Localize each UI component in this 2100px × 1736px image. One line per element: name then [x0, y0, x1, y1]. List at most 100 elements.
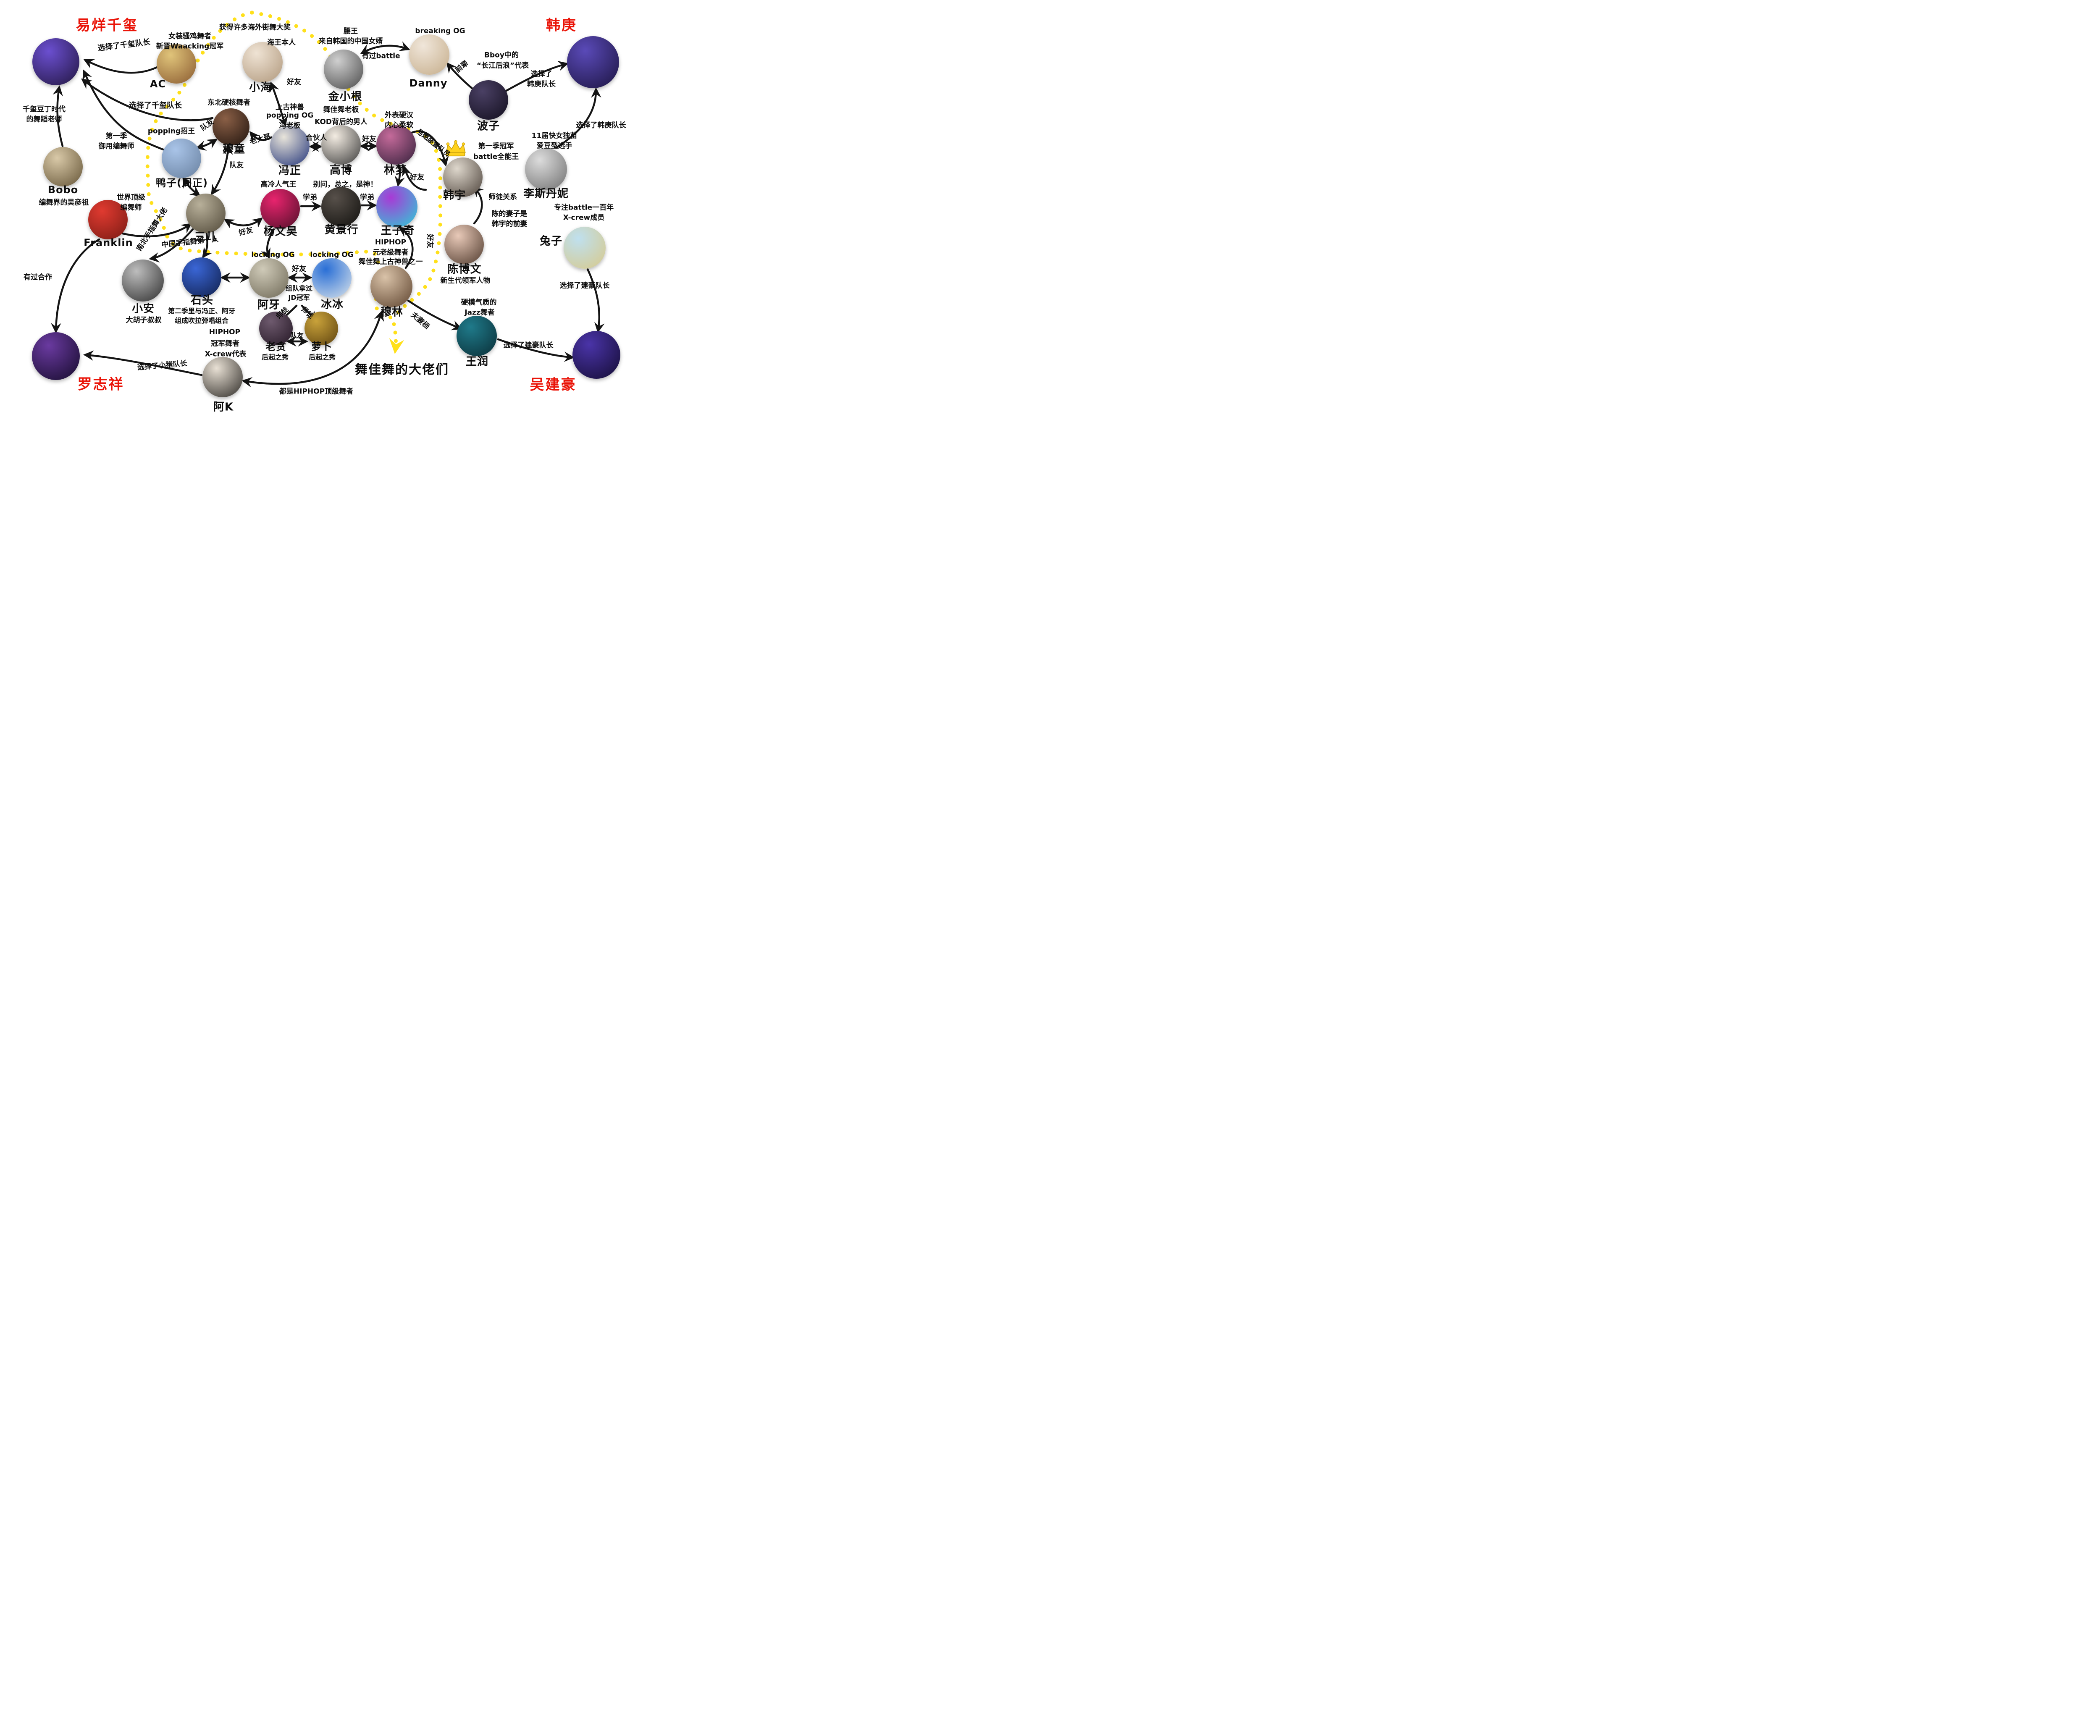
arrow-mulin-wangziqi	[398, 227, 414, 269]
arrow-mulin-wangrun	[407, 299, 462, 330]
relation-label-12: 有过battle	[362, 52, 400, 60]
avatar-xiaoan	[122, 260, 164, 302]
relation-label-16: “长江后浪”代表	[476, 61, 529, 70]
name-yazi: 鸭子(周正)	[156, 177, 208, 189]
name-xiaohai: 小海	[249, 81, 272, 94]
relation-label-34: KOD背后的男人	[315, 118, 368, 126]
name-laotan: 老贪	[265, 341, 286, 353]
avatar-bingbing	[312, 258, 352, 298]
avatar-franklin	[88, 200, 128, 239]
relation-label-42: 陈的妻子是	[491, 210, 528, 218]
relation-label-8: popping OG	[266, 111, 314, 120]
name-danny: Danny	[409, 77, 448, 89]
relation-label-59: 好友	[425, 234, 434, 248]
avatar-fengzheng	[270, 126, 310, 165]
name-bozi: 波子	[477, 120, 500, 133]
name-lisidanni: 李斯丹妮	[523, 187, 569, 200]
relation-label-73: 新生代领军人物	[440, 276, 491, 285]
avatar-gaobo	[321, 125, 361, 165]
relation-label-82: 冠军舞者	[211, 339, 239, 348]
name-luozhixiang: 罗志祥	[77, 376, 124, 393]
avatar-danny	[409, 34, 449, 75]
name-bobo: Bobo	[47, 184, 79, 196]
relation-label-75: Jazz舞者	[465, 308, 495, 317]
avatar-hangeng	[567, 36, 619, 88]
name-linmeng: 林梦	[383, 164, 407, 177]
relation-label-81: HIPHOP	[209, 328, 241, 336]
relation-label-20: 11届快女独苗	[531, 131, 578, 140]
name-hanyu: 韩宇	[443, 189, 466, 202]
relation-label-22: 千玺豆丁时代	[23, 105, 66, 114]
relation-label-53: 别问，总之，是神！	[313, 180, 378, 189]
name-mutong: 穆童	[222, 143, 246, 156]
arrow-bozi-danny	[446, 62, 475, 91]
name-chenbowen: 陈博文	[447, 263, 482, 276]
wujiawu-big-title: 舞佳舞的大佬们	[355, 362, 449, 377]
relation-label-18: 韩庚队长	[527, 80, 556, 89]
avatar-wangziqi	[376, 186, 417, 227]
relation-label-32: 好友	[362, 135, 376, 144]
relation-label-45: X-crew成员	[563, 213, 605, 222]
relation-label-23: 的舞蹈老师	[26, 115, 62, 124]
avatar-chenbowen	[444, 225, 484, 264]
relation-label-36: 内心柔软	[385, 121, 413, 130]
avatar-shitou	[182, 257, 221, 297]
relation-label-10: 腰王	[344, 27, 358, 36]
relation-label-74: 硬模气质的	[461, 298, 497, 307]
avatar-aya	[249, 258, 289, 298]
relation-label-6: 好友	[287, 78, 301, 87]
avatar-bozi	[469, 80, 508, 120]
name-wujianhao: 吴建豪	[530, 376, 577, 393]
relation-label-27: 东北硬核舞者	[207, 98, 250, 107]
avatar-ak	[202, 357, 243, 397]
arrow-ak-mulin	[242, 310, 384, 388]
relation-label-63: 组队拿过	[285, 284, 313, 292]
relation-label-39: battle全能王	[473, 152, 519, 161]
relation-label-11: 来自韩国的中国女婿	[318, 37, 383, 46]
avatar-jinxiaogen	[324, 50, 363, 89]
name-bingbing: 冰冰	[320, 298, 344, 311]
relation-label-15: Bboy中的	[484, 51, 519, 60]
name-yiyangqianxi: 易烊千玺	[76, 17, 138, 34]
relation-label-47: 世界顶级	[117, 193, 145, 202]
relation-label-62: 好友	[292, 265, 306, 273]
arrow-saner-yangwenhao	[223, 217, 263, 229]
arrow-mutong-yyqx	[81, 79, 214, 121]
relation-label-55: 学弟	[360, 193, 374, 202]
crown-icon	[446, 140, 466, 157]
arrow-chenbowen-hanyu	[472, 186, 484, 225]
avatar-yangwenhao	[260, 189, 300, 228]
arrow-linmeng-hanyu	[410, 130, 449, 167]
avatar-mulin	[370, 265, 412, 307]
name-hangeng: 韩庚	[546, 17, 577, 34]
relation-label-48: 编舞师	[120, 203, 142, 212]
relation-label-33: 舞佳舞老板	[323, 105, 359, 114]
avatar-mutong	[213, 108, 249, 145]
relation-label-58: 舞佳舞上古神兽之一	[358, 257, 423, 266]
relation-label-5: 海王本人	[267, 38, 296, 47]
name-mulin: 穆林	[380, 306, 404, 319]
relation-label-69: 后起之秀	[308, 353, 336, 361]
relation-label-26: popping招王	[147, 127, 195, 136]
arrow-xiaohai-fengzheng	[269, 81, 288, 127]
relation-label-56: HIPHOP	[375, 238, 407, 247]
arrow-mutong-saner	[211, 144, 233, 196]
relation-label-71: 第二季里与冯正、阿牙	[168, 307, 236, 315]
arrow-fengzheng-mutong	[249, 131, 273, 143]
arrow-mutong-yazi	[195, 139, 218, 151]
arrow-hanyu-linmeng	[402, 165, 427, 191]
relation-label-84: 都是HIPHOP顶级舞者	[279, 387, 354, 396]
relation-label-19: 选择了韩庚队长	[576, 121, 626, 130]
relation-label-3: 选择了千玺队长	[129, 101, 182, 110]
avatar-yiyangqianxi	[32, 38, 79, 85]
avatar-saner	[186, 194, 226, 233]
avatar-tuzi	[564, 227, 606, 269]
arrow-bobo-yyqx	[52, 85, 64, 147]
relation-label-41: 师徒关系	[488, 193, 517, 202]
avatar-huangjingxing	[321, 187, 361, 226]
name-wangrun: 王润	[465, 355, 489, 368]
arrow-ac-yyqx	[83, 59, 158, 74]
relation-label-61: locking OG	[310, 251, 354, 259]
connections-layer	[51, 10, 605, 388]
arrow-tuzi-wujianhao	[586, 268, 605, 333]
